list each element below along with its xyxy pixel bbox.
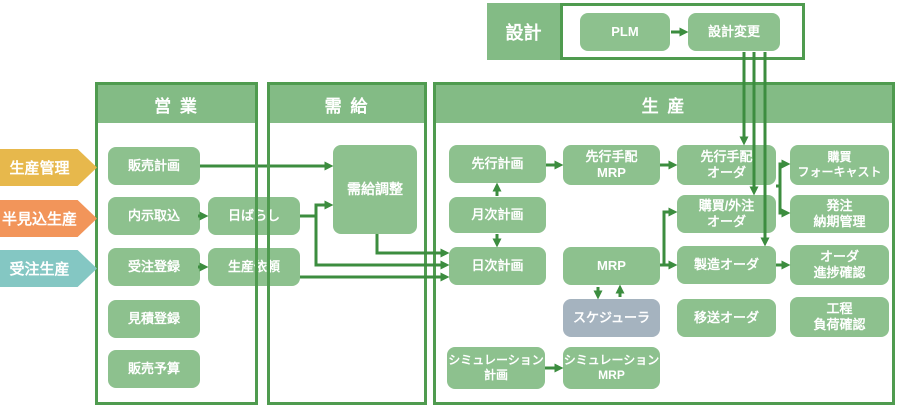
node-sales-plan: 販売計画 [108,147,200,185]
node-production-request: 生産依頼 [208,248,300,286]
node-design-change: 設計変更 [688,13,780,51]
banner-production-management: 生産管理 [0,149,97,186]
node-plm: PLM [580,13,670,51]
node-manufacturing-order: 製造オーダ [677,246,776,284]
section-production-title: 生 産 [436,85,892,123]
node-quote-entry: 見積登録 [108,300,200,338]
section-supply-demand-title: 需 給 [270,85,424,123]
node-mrp: MRP [563,247,660,285]
design-section-label: 設計 [487,3,560,60]
node-simulation-mrp: シミュレーション MRP [563,347,660,389]
supply-demand-section-left-border [267,120,270,402]
node-advance-mrp: 先行手配 MRP [563,145,660,185]
node-process-load: 工程 負荷確認 [790,297,889,337]
node-scheduler: スケジューラ [563,299,660,337]
node-po-delivery-mgmt: 発注 納期管理 [790,195,889,233]
node-sales-budget: 販売予算 [108,350,200,388]
section-sales-title: 営 業 [98,85,255,123]
node-order-entry: 受注登録 [108,248,200,286]
node-monthly-plan: 月次計画 [449,197,546,233]
node-purchase-subcontract-order: 購買/外注 オーダ [677,195,776,233]
node-order-progress: オーダ 進捗確認 [790,245,889,285]
node-simulation-plan: シミュレーション 計画 [447,347,545,389]
node-purchase-forecast: 購買 フォーキャスト [790,145,889,185]
node-supply-demand-adjust: 需給調整 [333,145,417,234]
sales-section-right-border [255,120,258,402]
section-supply-demand: 需 給 [267,82,427,405]
node-daily-breakdown: 日ばらし [208,197,300,235]
banner-semi-forecast-production: 半見込生産 [0,200,97,237]
node-forecast-import: 内示取込 [108,197,200,235]
node-advance-order: 先行手配 オーダ [677,145,776,185]
banner-make-to-order: 受注生産 [0,250,97,287]
node-advance-plan: 先行計画 [449,145,546,183]
node-transfer-order: 移送オーダ [677,299,776,337]
node-daily-plan: 日次計画 [449,247,546,285]
